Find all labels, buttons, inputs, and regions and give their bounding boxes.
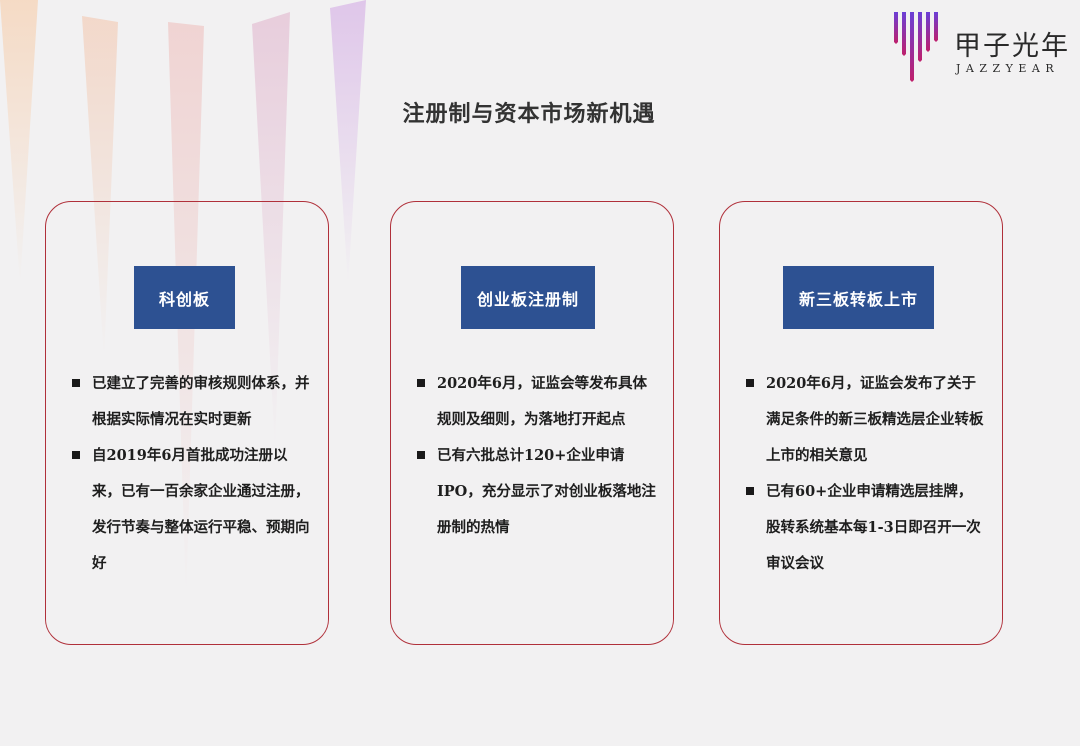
brand-name-cn: 甲子光年: [954, 31, 1070, 62]
square-bullet-icon: [417, 379, 425, 387]
deco-spike: [330, 0, 366, 285]
brand-logo: 甲子光年 JAZZYEAR: [892, 10, 1072, 85]
bullet-item: 2020年6月，证监会发布了关于满足条件的新三板精选层企业转板上市的相关意见: [746, 366, 986, 474]
page-title: 注册制与资本市场新机遇: [402, 101, 656, 127]
bullet-text: 2020年6月，证监会等发布具体规则及细则，为落地打开起点: [437, 375, 647, 428]
bullet-item: 自2019年6月首批成功注册以来，已有一百余家企业通过注册，发行节奏与整体运行平…: [72, 438, 312, 582]
bullet-item: 2020年6月，证监会等发布具体规则及细则，为落地打开起点: [417, 366, 657, 438]
bullet-item: 已有60+企业申请精选层挂牌，股转系统基本每1-3日即召开一次审议会议: [746, 474, 986, 582]
deco-spike: [0, 0, 38, 285]
bullet-list: 已建立了完善的审核规则体系，并根据实际情况在实时更新 自2019年6月首批成功注…: [72, 366, 312, 582]
bullet-item: 已建立了完善的审核规则体系，并根据实际情况在实时更新: [72, 366, 312, 438]
square-bullet-icon: [746, 487, 754, 495]
bullet-text: 已建立了完善的审核规则体系，并根据实际情况在实时更新: [92, 375, 310, 428]
bullet-text: 已有60+企业申请精选层挂牌，股转系统基本每1-3日即召开一次审议会议: [766, 483, 981, 572]
bullet-text: 自2019年6月首批成功注册以来，已有一百余家企业通过注册，发行节奏与整体运行平…: [92, 447, 310, 572]
card-label: 科创板: [134, 266, 235, 329]
card-label: 新三板转板上市: [783, 266, 934, 329]
bullet-text: 2020年6月，证监会发布了关于满足条件的新三板精选层企业转板上市的相关意见: [766, 375, 984, 464]
brand-name-en: JAZZYEAR: [956, 62, 1060, 75]
square-bullet-icon: [72, 379, 80, 387]
deco-spike: [82, 16, 118, 360]
bullet-item: 已有六批总计120+企业申请IPO，充分显示了对创业板落地注册制的热情: [417, 438, 657, 546]
bullet-list: 2020年6月，证监会等发布具体规则及细则，为落地打开起点 已有六批总计120+…: [417, 366, 657, 546]
card-chinext-registration: 创业板注册制 2020年6月，证监会等发布具体规则及细则，为落地打开起点 已有六…: [390, 201, 674, 645]
square-bullet-icon: [417, 451, 425, 459]
card-neeq-transfer: 新三板转板上市 2020年6月，证监会发布了关于满足条件的新三板精选层企业转板上…: [719, 201, 1003, 645]
square-bullet-icon: [746, 379, 754, 387]
brand-logo-bars-icon: [894, 12, 938, 82]
bullet-list: 2020年6月，证监会发布了关于满足条件的新三板精选层企业转板上市的相关意见 已…: [746, 366, 986, 582]
bullet-text: 已有六批总计120+企业申请IPO，充分显示了对创业板落地注册制的热情: [437, 447, 656, 536]
deco-spike: [252, 12, 290, 450]
card-label: 创业板注册制: [461, 266, 595, 329]
card-star-market: 科创板 已建立了完善的审核规则体系，并根据实际情况在实时更新 自2019年6月首…: [45, 201, 329, 645]
square-bullet-icon: [72, 451, 80, 459]
